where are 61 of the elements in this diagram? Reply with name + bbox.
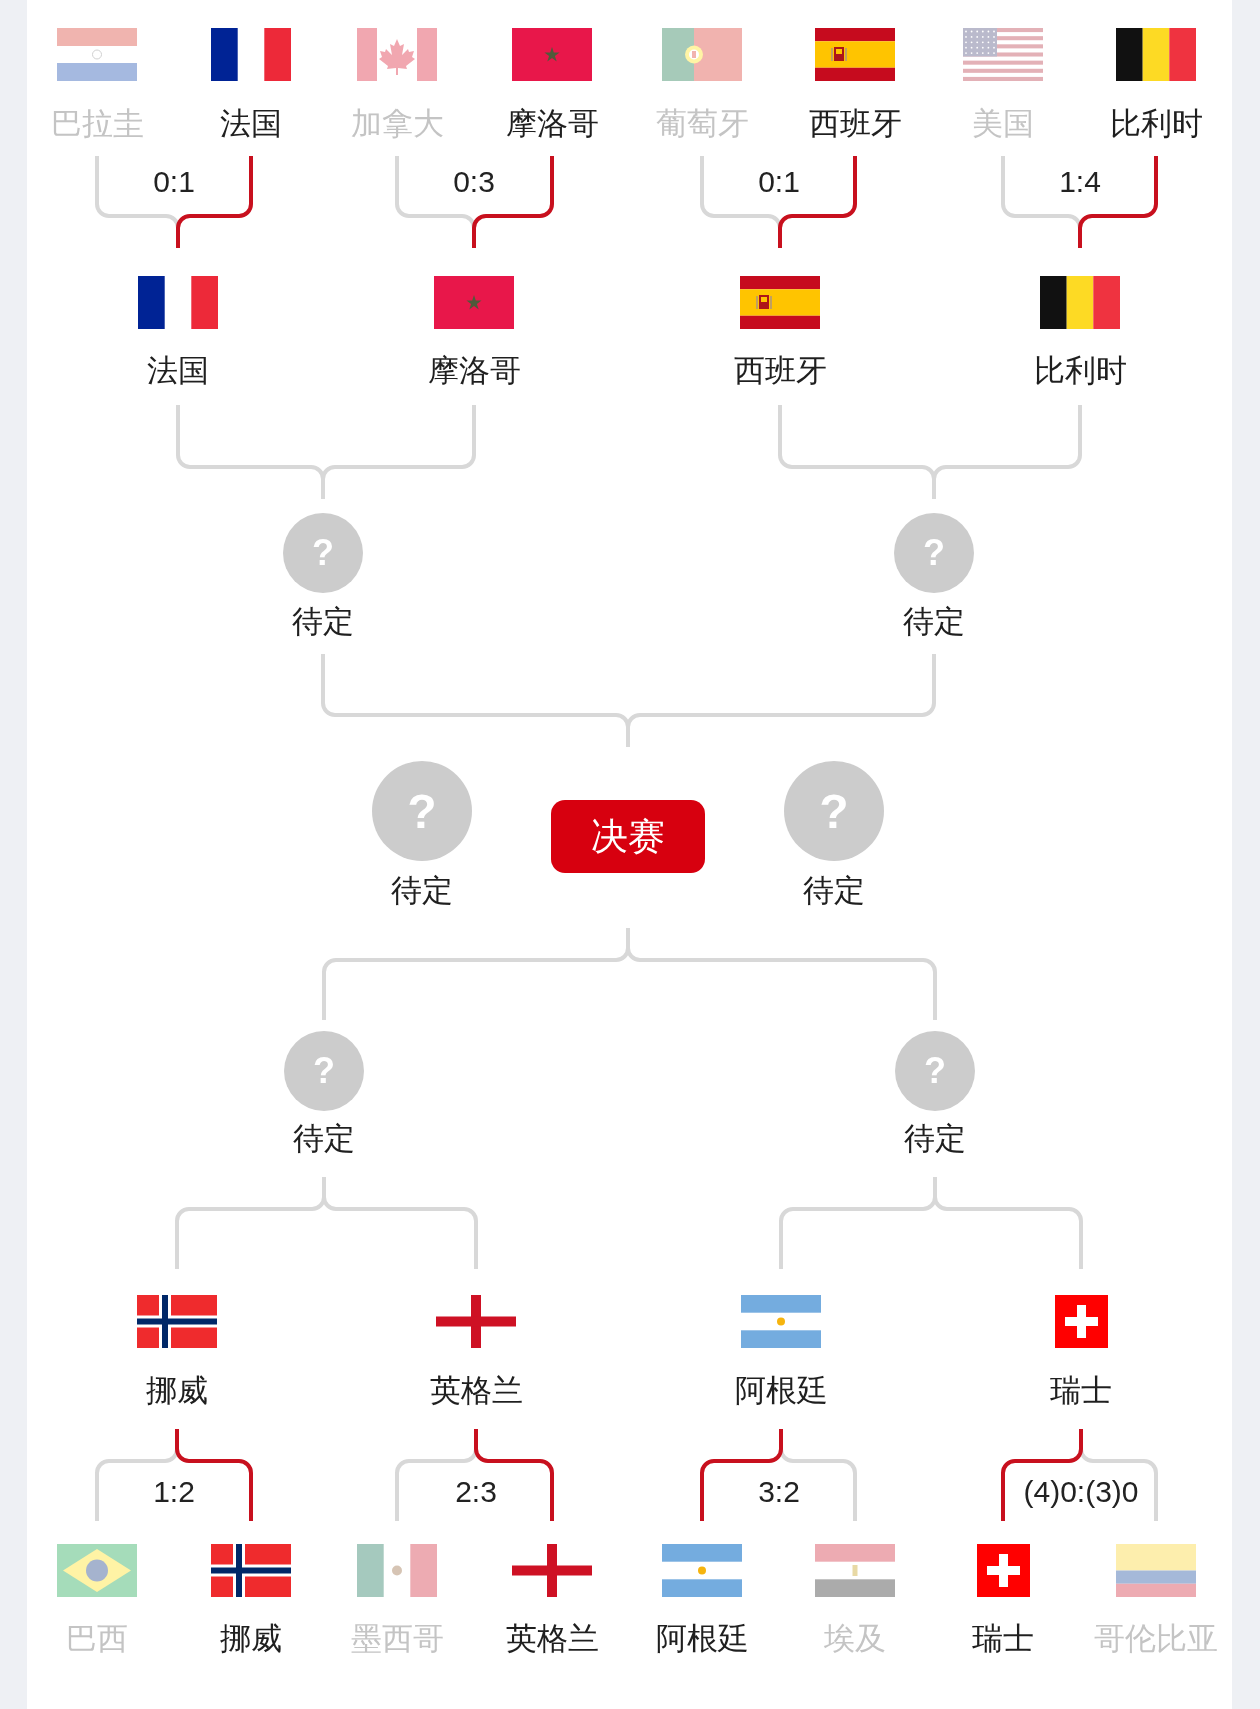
bracket-line [779,1429,783,1447]
bracket-line [932,481,936,499]
bracket-line [626,928,630,946]
match-score: 0:1 [153,165,195,199]
tbd-label: 待定 [391,872,453,908]
team-name: 墨西哥 [350,1620,444,1656]
team-name: 巴拉圭 [50,105,144,141]
bracket-line [1078,230,1082,248]
team-name: 哥伦比亚 [1094,1620,1218,1656]
team-name: 阿根廷 [734,1372,828,1408]
tbd-label: 待定 [292,603,354,639]
bracket-line [322,1177,326,1195]
team-name: 美国 [972,105,1034,141]
tbd-label: 待定 [904,1120,966,1156]
bracket-line [1079,1429,1083,1447]
team-name: 葡萄牙 [655,105,749,141]
bracket-line [700,1446,783,1521]
team-name: 阿根廷 [655,1620,749,1656]
team-name: 西班牙 [808,105,902,141]
bracket-line [626,729,630,747]
bracket-line [778,230,782,248]
bracket-line [933,1177,937,1195]
bracket-line [472,230,476,248]
final-tag: 决赛 [551,800,705,873]
match-score: 2:3 [455,1475,497,1509]
team-name: 加拿大 [350,105,444,141]
team-name: 西班牙 [733,352,827,388]
match-score: 1:2 [153,1475,195,1509]
team-name: 摩洛哥 [427,352,521,388]
team-name: 巴西 [66,1620,128,1656]
team-name: 英格兰 [429,1372,523,1408]
team-name: 埃及 [824,1620,886,1656]
team-name: 瑞士 [972,1620,1034,1656]
team-name: 瑞士 [1050,1372,1112,1408]
match-score: (4)0:(3)0 [1023,1475,1139,1509]
team-name: 法国 [147,352,209,388]
bracket-line [175,1429,179,1447]
match-score: 0:1 [758,165,800,199]
team-name: 英格兰 [505,1620,599,1656]
bracket-line [474,1446,554,1521]
bracket-line [778,156,857,231]
tbd-label: 待定 [903,603,965,639]
bracket-line [321,481,325,499]
bracket-line [472,156,554,231]
tbd-label: 待定 [293,1120,355,1156]
bracket-line [176,156,253,231]
bracket-line [474,1429,478,1447]
bracket-line [1078,156,1158,231]
bracket-line [1001,1446,1083,1521]
team-name: 比利时 [1109,105,1203,141]
team-name: 摩洛哥 [505,105,599,141]
team-name: 挪威 [220,1620,282,1656]
match-score: 3:2 [758,1475,800,1509]
bracket-line [176,230,180,248]
team-name: 比利时 [1033,352,1127,388]
match-score: 1:4 [1059,165,1101,199]
bracket-line [175,1446,253,1521]
tbd-label: 待定 [803,872,865,908]
team-name: 挪威 [146,1372,208,1408]
match-score: 0:3 [453,165,495,199]
team-name: 法国 [220,105,282,141]
